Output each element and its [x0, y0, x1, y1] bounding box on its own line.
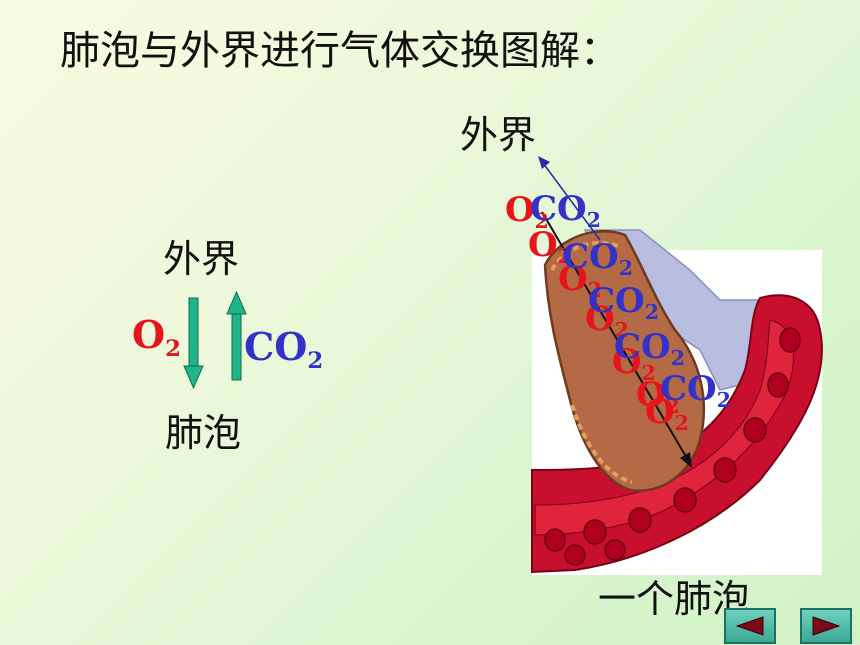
alveolus-sac — [543, 230, 706, 492]
triangle-left-icon — [735, 616, 764, 636]
co2-label-5: CO2 — [660, 369, 731, 413]
o2-label-3: O2 — [558, 259, 602, 303]
o2-label-left: O2 — [132, 312, 181, 362]
co2-label-left: CO2 — [244, 324, 324, 374]
down-arrow-icon — [183, 297, 204, 390]
o2-label-6: O2 — [636, 375, 680, 419]
slide-title: 肺泡与外界进行气体交换图解： — [60, 28, 620, 74]
vessel-inner — [534, 319, 794, 536]
red-blood-cells — [544, 327, 801, 566]
co2-label-4: CO2 — [614, 327, 685, 371]
triangle-right-icon — [812, 616, 841, 636]
o2-label-1: O2 — [505, 190, 549, 234]
o2-label-5: O2 — [612, 342, 656, 386]
o2-label-7: O2 — [645, 392, 689, 436]
o2-label-4: O2 — [585, 299, 629, 343]
o2-label-2: O2 — [528, 225, 572, 269]
o2-in-arrow — [541, 211, 689, 461]
co2-out-arrow — [542, 162, 601, 241]
prev-slide-button[interactable] — [724, 608, 776, 644]
outside-label-right: 外界 — [460, 113, 537, 157]
co2-label-2: CO2 — [562, 237, 633, 281]
co2-label-1: CO2 — [530, 189, 601, 233]
next-slide-button[interactable] — [800, 608, 852, 644]
up-arrow-icon — [226, 290, 247, 381]
outside-label-left: 外界 — [163, 237, 240, 281]
co2-label-3: CO2 — [588, 281, 659, 325]
alveolus-label-left: 肺泡 — [165, 411, 242, 455]
